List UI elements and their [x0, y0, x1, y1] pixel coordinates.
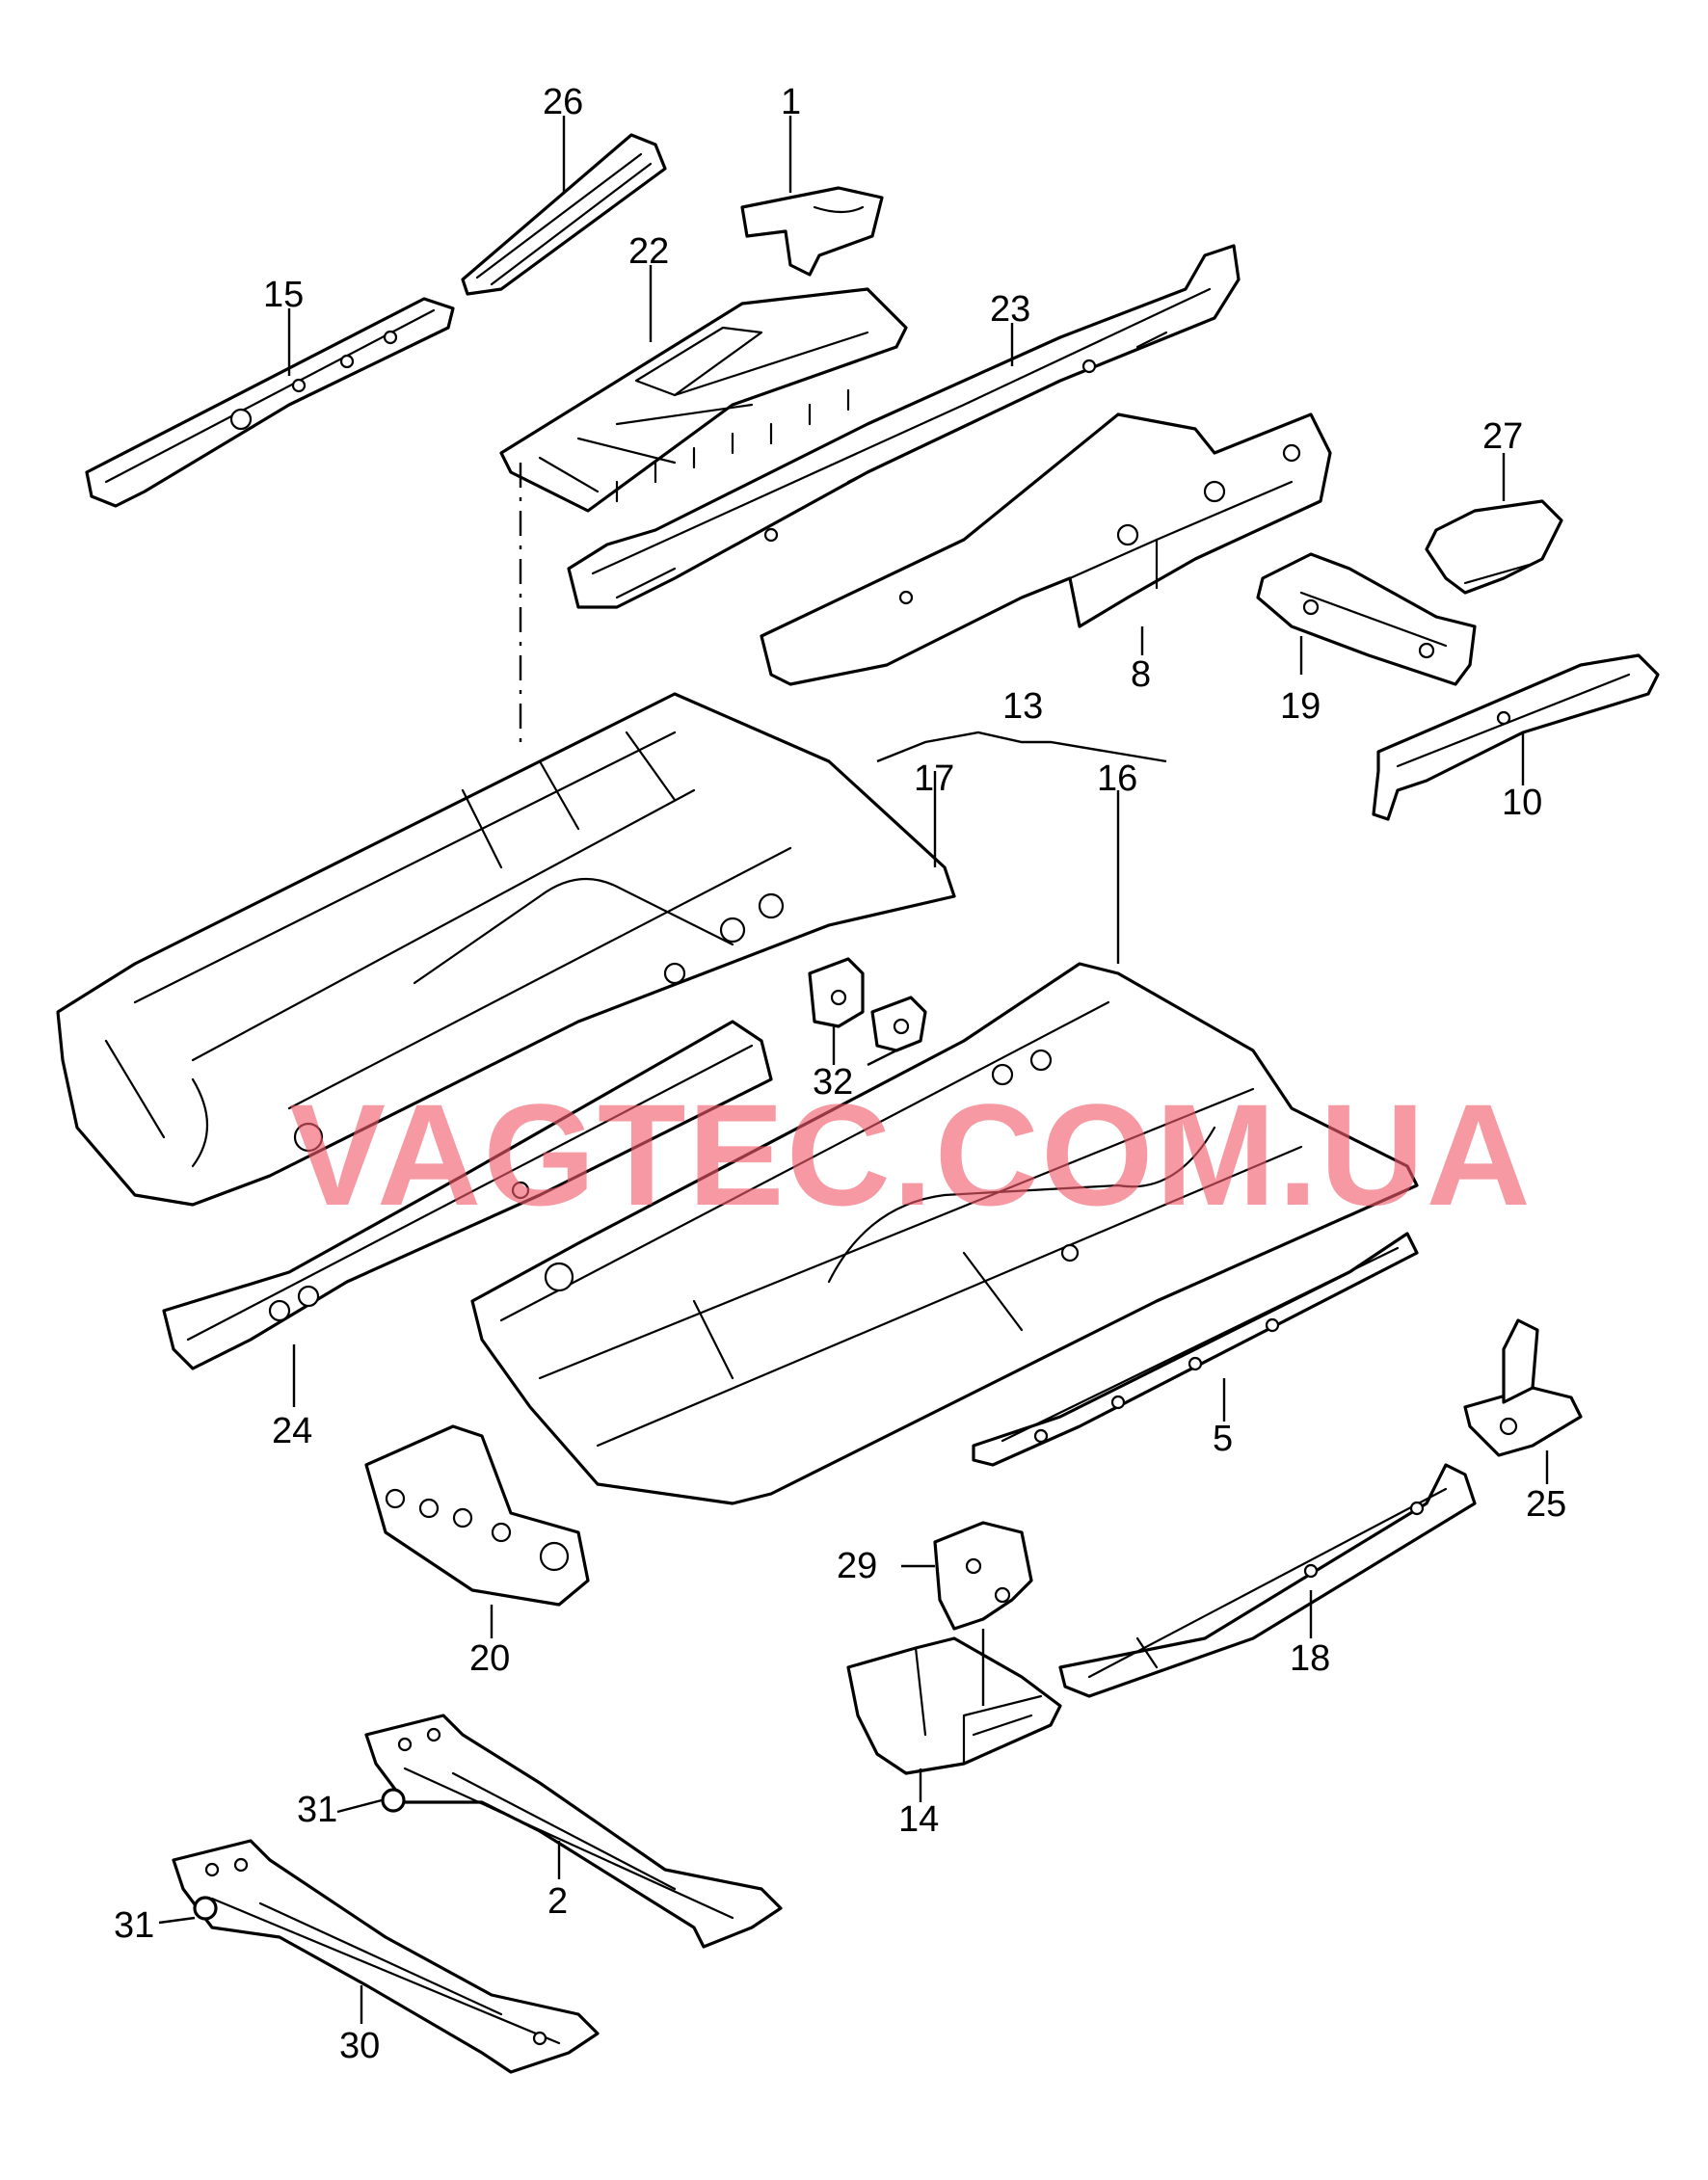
- nut-31a[interactable]: [381, 1788, 406, 1813]
- nut-31b[interactable]: [193, 1896, 218, 1921]
- label-20: 20: [469, 1638, 510, 1679]
- label-23: 23: [990, 289, 1030, 330]
- label-2: 2: [547, 1881, 568, 1922]
- label-10: 10: [1502, 783, 1542, 823]
- label-32: 32: [813, 1062, 853, 1103]
- part-15[interactable]: [85, 297, 455, 508]
- label-14: 14: [898, 1799, 939, 1840]
- part-14[interactable]: [846, 1636, 1062, 1775]
- part-18[interactable]: [1058, 1463, 1477, 1698]
- part-29[interactable]: [933, 1521, 1033, 1631]
- part-17[interactable]: [56, 692, 956, 1207]
- part-19[interactable]: [1256, 552, 1477, 686]
- part-22[interactable]: [499, 287, 908, 513]
- label-25: 25: [1526, 1484, 1566, 1525]
- label-15: 15: [263, 275, 304, 315]
- label-31a: 31: [297, 1790, 337, 1830]
- label-5: 5: [1213, 1419, 1233, 1459]
- label-30: 30: [339, 2026, 380, 2066]
- part-26[interactable]: [461, 133, 667, 296]
- label-8: 8: [1131, 654, 1151, 695]
- part-labels: 26 1 22 15 23 27 8 19 13 17 16 10 32 24 …: [114, 82, 1566, 2066]
- label-31b: 31: [114, 1905, 154, 1946]
- part-20[interactable]: [364, 1424, 590, 1607]
- part-1[interactable]: [740, 186, 884, 277]
- part-32[interactable]: [808, 957, 927, 1052]
- part-27[interactable]: [1425, 499, 1563, 595]
- label-17: 17: [914, 758, 954, 799]
- part-8[interactable]: [760, 412, 1332, 686]
- part-25[interactable]: [1463, 1318, 1583, 1457]
- label-22: 22: [628, 231, 669, 272]
- label-24: 24: [272, 1411, 312, 1451]
- label-29: 29: [837, 1546, 877, 1586]
- label-16: 16: [1097, 758, 1137, 799]
- label-13: 13: [1002, 686, 1043, 727]
- part-23[interactable]: [567, 244, 1241, 609]
- part-24[interactable]: [162, 1020, 773, 1370]
- part-10[interactable]: [1372, 653, 1660, 821]
- label-1: 1: [781, 82, 801, 122]
- watermark: VAGTEC.COM.UA: [289, 1074, 1533, 1236]
- part-2[interactable]: [364, 1714, 783, 1949]
- leader-lines: [158, 116, 1549, 2024]
- label-19: 19: [1280, 686, 1321, 727]
- label-26: 26: [543, 82, 583, 122]
- label-18: 18: [1290, 1638, 1330, 1679]
- part-5[interactable]: [972, 1232, 1419, 1467]
- part-30[interactable]: [172, 1839, 600, 2074]
- label-27: 27: [1482, 416, 1523, 457]
- part-16[interactable]: [470, 962, 1419, 1505]
